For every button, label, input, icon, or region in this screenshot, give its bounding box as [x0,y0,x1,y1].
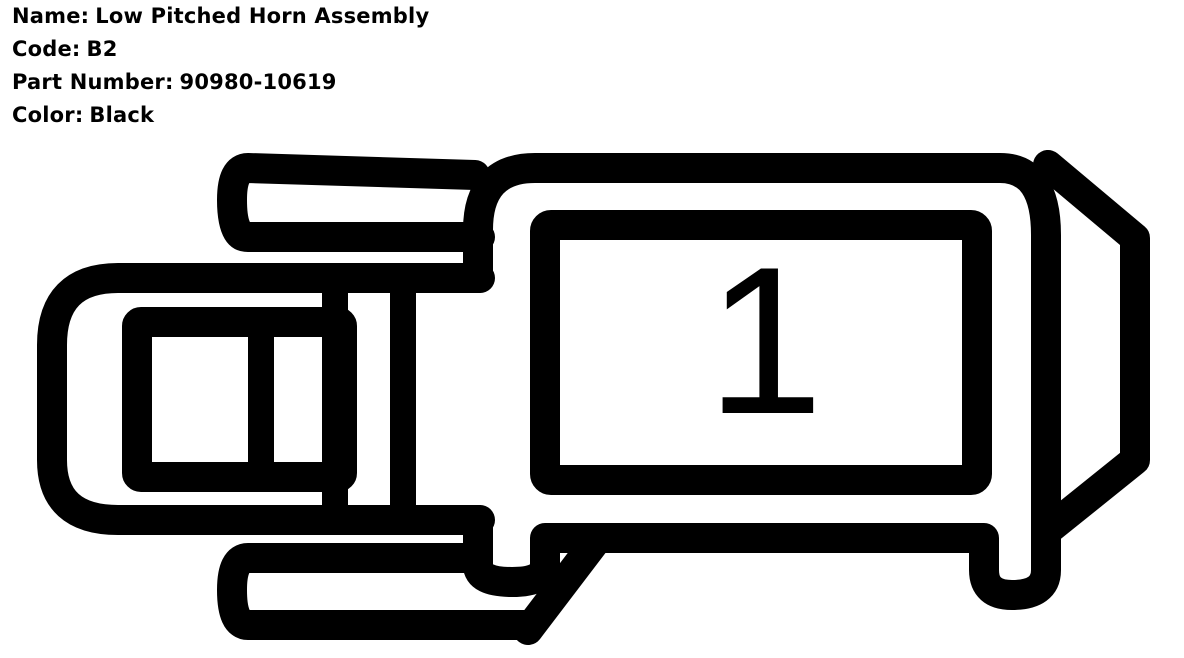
code-value: B2 [86,37,118,61]
release-rib [513,523,613,645]
collar-bar-left [322,285,348,515]
collar-bar-right [390,285,416,515]
pin-number-label: 1 [707,223,824,458]
part-number-value: 90980-10619 [179,70,337,94]
main-housing-outline [463,153,1061,610]
plug-divider-bar [248,322,274,477]
color-row: Color:Black [12,99,429,132]
code-label: Code: [12,37,81,61]
part-number-label: Part Number: [12,70,174,94]
name-row: Name:Low Pitched Horn Assembly [12,0,429,33]
left-plug-outline [37,263,495,535]
bottom-latch-arm [217,543,545,640]
name-value: Low Pitched Horn Assembly [95,4,430,28]
top-latch-arm [217,153,495,252]
part-info: Name:Low Pitched Horn Assembly Code:B2 P… [12,0,429,132]
plug-inner-box [122,307,357,492]
pin-window [530,210,992,495]
code-row: Code:B2 [12,33,429,66]
part-number-row: Part Number:90980-10619 [12,66,429,99]
color-value: Black [89,103,155,127]
name-label: Name: [12,4,90,28]
right-end-cap [1033,150,1150,545]
color-label: Color: [12,103,84,127]
